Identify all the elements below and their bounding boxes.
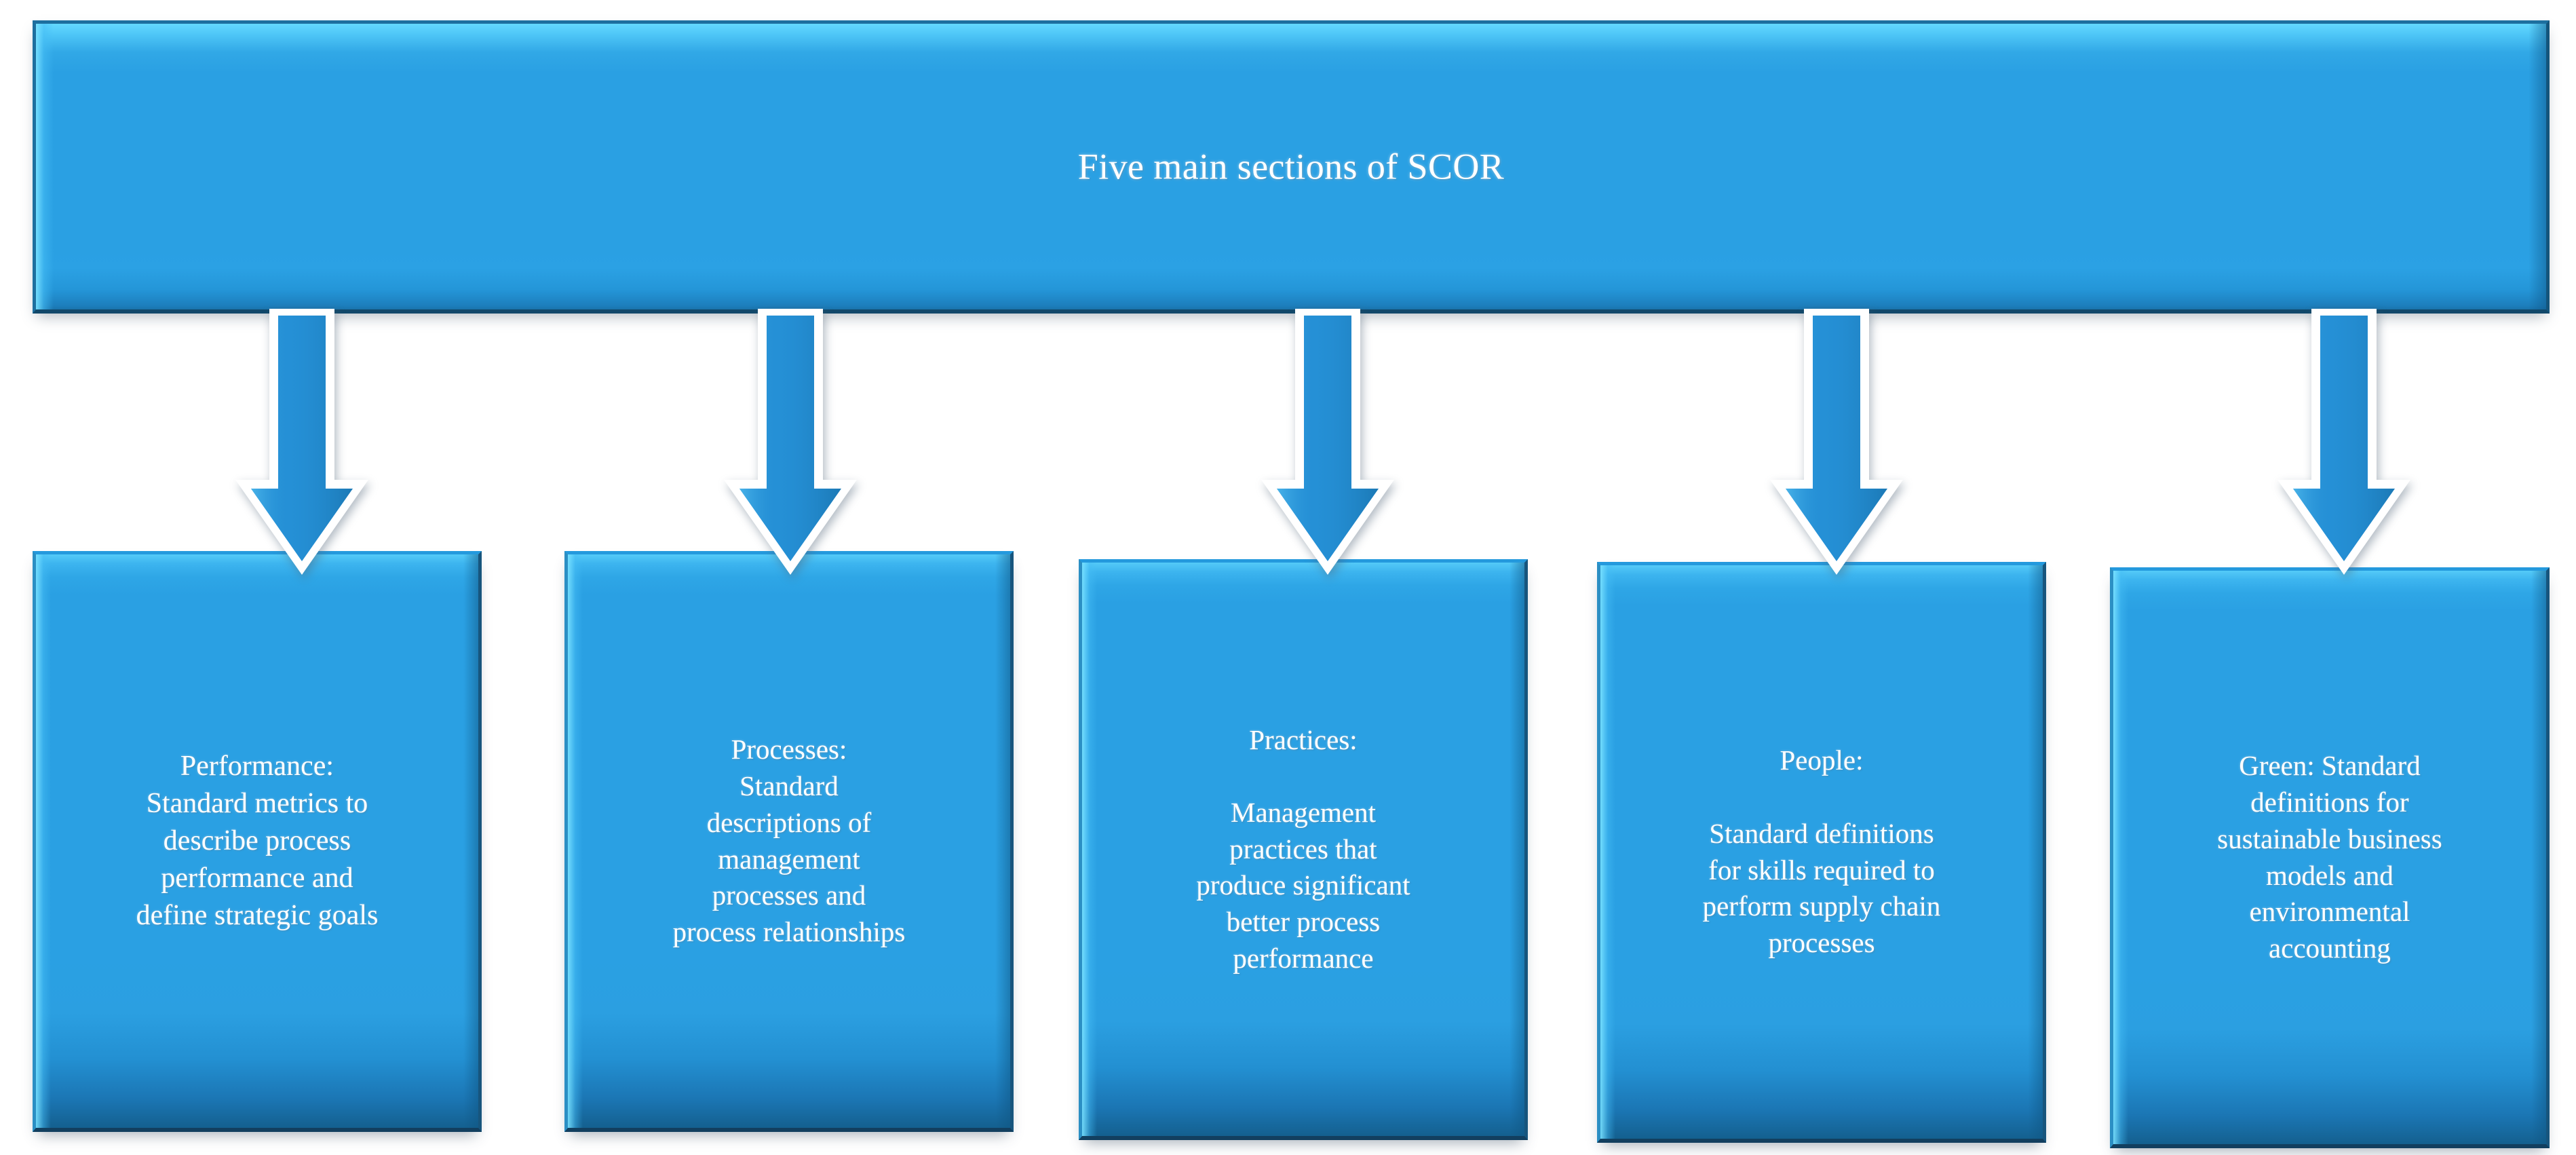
section-line: perform supply chain — [1702, 890, 1941, 922]
arrow-to-processes — [724, 309, 857, 575]
arrow-to-performance — [235, 309, 368, 575]
banner-five-main-sections[interactable]: Five main sections of SCOR — [33, 20, 2550, 314]
section-box-processes-text: Processes: Standard descriptions of mana… — [568, 554, 1010, 1128]
section-line: models and — [2266, 859, 2394, 891]
section-line: practices that — [1229, 833, 1377, 865]
section-line: better process — [1226, 906, 1381, 938]
section-line: Processes: — [731, 734, 847, 765]
section-box-green-text: Green: Standard definitions for sustaina… — [2113, 571, 2546, 1144]
section-line: Standard metrics to — [146, 787, 368, 819]
section-line: produce significant — [1196, 869, 1410, 901]
section-line: processes and — [712, 879, 866, 911]
section-box-practices[interactable]: Practices: Management practices that pro… — [1079, 559, 1528, 1140]
section-line — [1300, 758, 1307, 795]
section-line: accounting — [2269, 932, 2391, 964]
section-line: define strategic goals — [136, 900, 379, 932]
section-line: performance — [1233, 942, 1374, 974]
section-line: Standard definitions — [1709, 817, 1934, 849]
section-box-practices-text: Practices: Management practices that pro… — [1082, 563, 1524, 1136]
arrow-to-green — [2277, 309, 2410, 575]
section-box-performance[interactable]: Performance: Standard metrics to describ… — [33, 551, 482, 1132]
section-line: Green: Standard — [2239, 750, 2421, 782]
arrow-to-people — [1770, 309, 1903, 575]
section-box-green[interactable]: Green: Standard definitions for sustaina… — [2110, 567, 2550, 1148]
section-line: management — [718, 843, 860, 875]
section-line: processes — [1768, 926, 1875, 958]
section-box-people-text: People: Standard definitions for skills … — [1600, 565, 2043, 1139]
section-box-processes[interactable]: Processes: Standard descriptions of mana… — [564, 551, 1014, 1132]
section-box-performance-text: Performance: Standard metrics to describ… — [36, 554, 478, 1128]
section-line: definitions for — [2250, 787, 2409, 818]
section-line — [1818, 779, 1825, 816]
section-line: descriptions of — [706, 806, 872, 838]
section-line: Management — [1230, 796, 1377, 828]
section-line: Standard — [739, 770, 839, 802]
section-line: Practices: — [1249, 723, 1358, 755]
banner-title: Five main sections of SCOR — [1077, 145, 1505, 187]
section-line: for skills required to — [1708, 854, 1935, 886]
section-line: Performance: — [180, 750, 334, 782]
section-line: process relationships — [672, 915, 906, 947]
section-line: sustainable business — [2217, 822, 2442, 854]
section-box-people[interactable]: People: Standard definitions for skills … — [1597, 562, 2046, 1143]
section-line: environmental — [2249, 896, 2410, 928]
section-line: performance and — [161, 863, 353, 894]
arrow-to-practices — [1261, 309, 1394, 575]
section-line: People: — [1780, 744, 1864, 776]
section-line: describe process — [163, 825, 351, 856]
